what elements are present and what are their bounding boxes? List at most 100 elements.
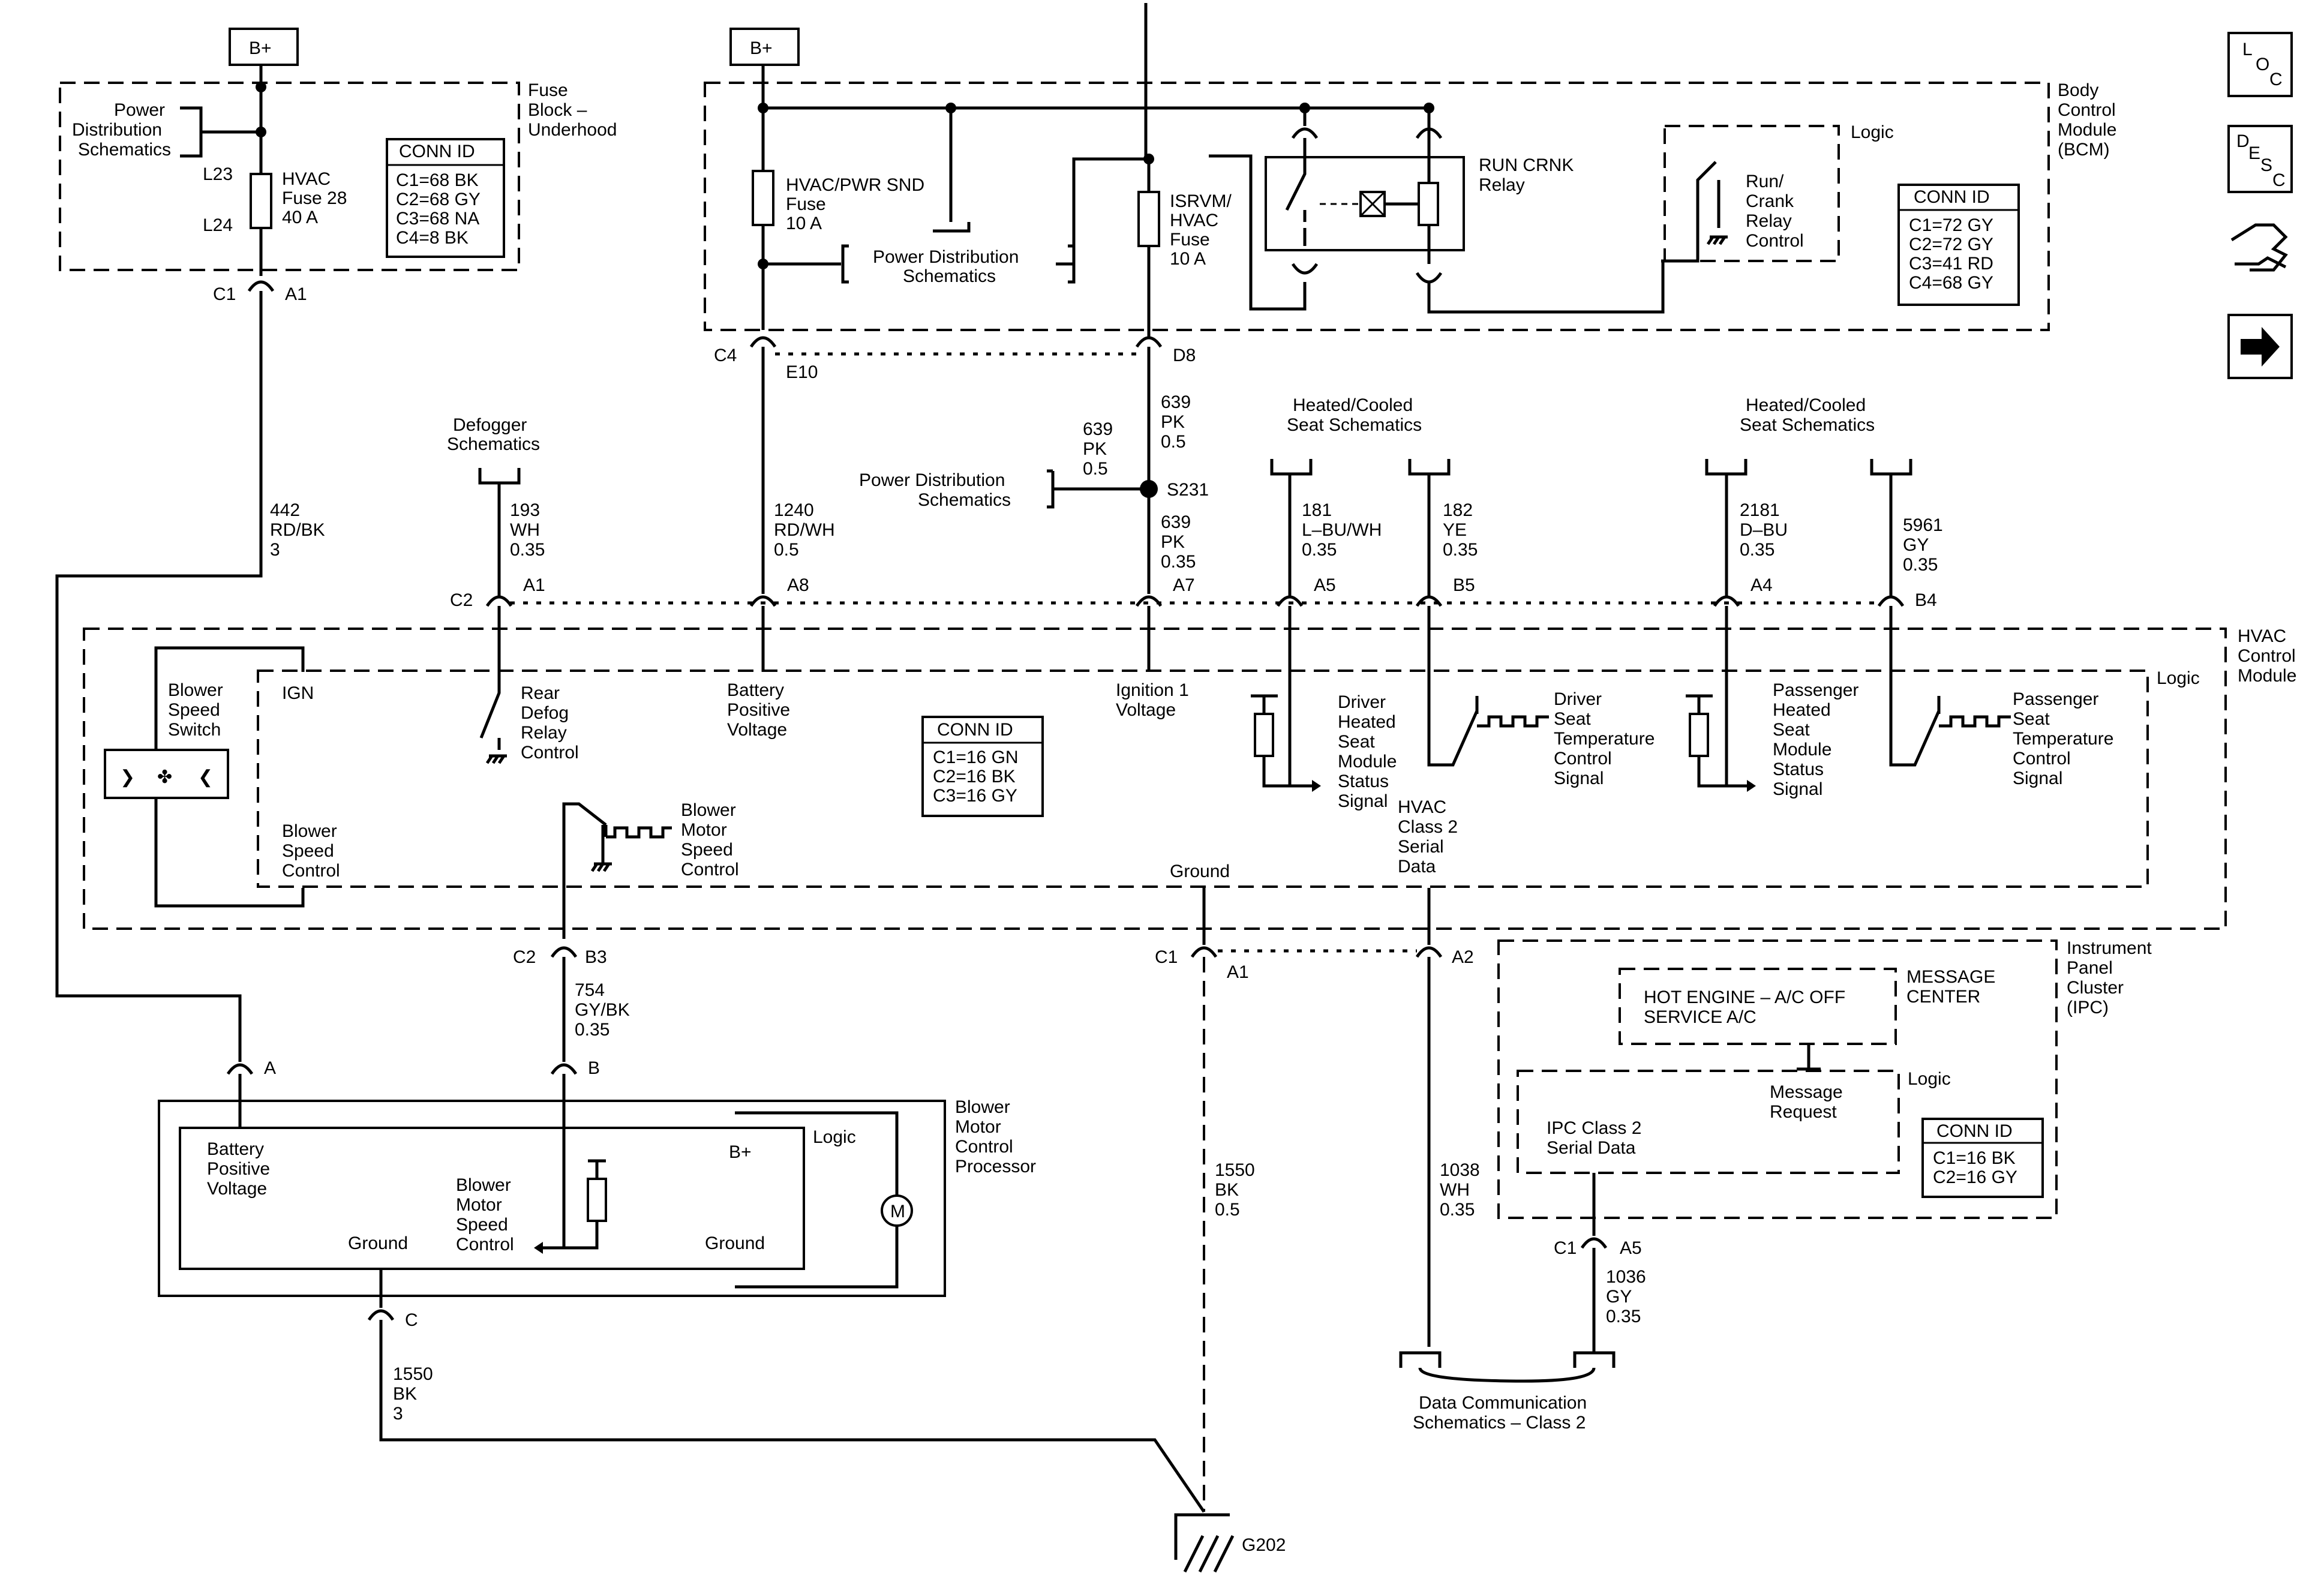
svg-text:RUN CRNK: RUN CRNK [1479, 155, 1574, 175]
svg-text:Seat: Seat [1554, 709, 1591, 729]
svg-text:Instrument: Instrument [2067, 938, 2152, 958]
svg-text:639: 639 [1161, 392, 1191, 412]
fuse-block-title: Fuse [528, 80, 568, 100]
svg-text:GY: GY [1606, 1287, 1632, 1307]
isrvm-hvac-fuse [1137, 191, 1160, 247]
svg-text:Underhood: Underhood [528, 120, 617, 140]
next-arrow-button[interactable] [2227, 314, 2293, 379]
bplus-fuse-block: B+ [229, 28, 299, 66]
svg-text:BK: BK [1215, 1180, 1239, 1200]
fan-icon: ✤ [157, 767, 172, 787]
svg-text:Request: Request [1770, 1102, 1837, 1122]
svg-text:Speed: Speed [681, 840, 733, 860]
svg-text:RD/BK: RD/BK [270, 520, 325, 540]
svg-text:IPC Class 2: IPC Class 2 [1547, 1118, 1641, 1138]
svg-text:1550: 1550 [393, 1364, 433, 1384]
svg-text:A1: A1 [523, 575, 545, 595]
svg-text:Logic: Logic [1851, 122, 1894, 142]
svg-text:B4: B4 [1915, 590, 1937, 610]
svg-text:Speed: Speed [282, 841, 334, 861]
run-crank-relay [1209, 108, 1665, 314]
svg-text:Relay: Relay [1746, 211, 1792, 231]
svg-text:C: C [405, 1310, 418, 1330]
svg-text:C1=72 GY: C1=72 GY [1909, 215, 1993, 235]
svg-text:HOT ENGINE – A/C OFF: HOT ENGINE – A/C OFF [1644, 987, 1845, 1007]
svg-text:A1: A1 [1227, 962, 1249, 982]
svg-text:1036: 1036 [1606, 1267, 1646, 1287]
svg-text:YE: YE [1443, 520, 1467, 540]
svg-text:Motor: Motor [456, 1195, 502, 1215]
svg-text:A5: A5 [1620, 1238, 1642, 1258]
svg-text:Driver: Driver [1554, 689, 1602, 709]
svg-text:Passenger: Passenger [1773, 680, 1858, 700]
svg-text:C2=68 GY: C2=68 GY [396, 190, 481, 209]
svg-text:0.35: 0.35 [1740, 540, 1774, 560]
svg-text:0.5: 0.5 [1083, 459, 1108, 479]
svg-text:HVAC: HVAC [1398, 797, 1446, 817]
svg-text:0.5: 0.5 [774, 540, 799, 560]
svg-text:Serial Data: Serial Data [1547, 1138, 1636, 1158]
svg-text:C2: C2 [513, 947, 536, 967]
ground-g202-label: G202 [1242, 1535, 1286, 1555]
svg-text:2181: 2181 [1740, 500, 1780, 520]
svg-text:B3: B3 [585, 947, 607, 967]
svg-text:10 A: 10 A [1170, 249, 1206, 269]
svg-text:193: 193 [510, 500, 540, 520]
svg-text:Control: Control [456, 1235, 514, 1254]
fuse-block-underhood [59, 82, 520, 271]
svg-text:O: O [2256, 55, 2269, 74]
svg-text:C2=72 GY: C2=72 GY [1909, 235, 1993, 254]
svg-text:C4: C4 [714, 346, 737, 365]
svg-text:Positive: Positive [207, 1159, 270, 1179]
wrench-icon[interactable] [2230, 223, 2288, 272]
svg-text:PK: PK [1161, 532, 1185, 552]
nav-loc-button[interactable]: L O C [2227, 32, 2293, 97]
hvac-fuse-28 [250, 173, 272, 229]
svg-text:0.5: 0.5 [1161, 432, 1186, 452]
svg-text:Seat Schematics: Seat Schematics [1740, 415, 1875, 435]
svg-text:181: 181 [1302, 500, 1332, 520]
svg-text:Speed: Speed [168, 700, 220, 720]
svg-text:Control: Control [955, 1137, 1013, 1157]
svg-text:Control: Control [2058, 100, 2116, 120]
svg-text:Crank: Crank [1746, 191, 1794, 211]
svg-text:1550: 1550 [1215, 1160, 1255, 1180]
svg-text:Rear: Rear [521, 683, 560, 703]
svg-text:Blower: Blower [168, 680, 223, 700]
motor-icon [881, 1194, 913, 1227]
svg-text:HVAC: HVAC [2238, 626, 2286, 646]
svg-text:Seat: Seat [2013, 709, 2050, 729]
svg-text:639: 639 [1161, 512, 1191, 532]
svg-text:Seat: Seat [1338, 732, 1375, 752]
svg-text:0.35: 0.35 [510, 540, 545, 560]
svg-text:Temperature: Temperature [2013, 729, 2113, 749]
svg-text:0.35: 0.35 [1443, 540, 1478, 560]
power-dist-ref-bcm: Power Distribution [873, 247, 1019, 267]
svg-text:10 A: 10 A [786, 214, 822, 233]
nav-desc-button[interactable]: D E S C [2227, 125, 2293, 193]
blower-speed-switch[interactable]: ❯ ✤ ❮ [104, 749, 229, 799]
svg-text:0.35: 0.35 [1302, 540, 1337, 560]
svg-text:CONN ID: CONN ID [1936, 1121, 2013, 1141]
ground-g202-icon [1174, 1513, 1235, 1573]
svg-text:L–BU/WH: L–BU/WH [1302, 520, 1382, 540]
vent-down-icon: ❯ [120, 767, 135, 788]
svg-text:Fuse 28: Fuse 28 [282, 188, 347, 208]
svg-text:IGN: IGN [282, 683, 314, 703]
svg-text:Ground: Ground [1170, 861, 1230, 881]
svg-text:Heated/Cooled: Heated/Cooled [1293, 395, 1413, 415]
svg-text:0.5: 0.5 [1215, 1200, 1240, 1220]
svg-text:Status: Status [1338, 772, 1389, 791]
svg-text:CONN ID: CONN ID [1914, 187, 1990, 207]
svg-text:D: D [2236, 131, 2250, 151]
svg-text:Schematics: Schematics [918, 490, 1011, 510]
svg-text:C3=68 NA: C3=68 NA [396, 209, 479, 229]
svg-text:C1=16 GN: C1=16 GN [933, 748, 1019, 767]
svg-text:182: 182 [1443, 500, 1473, 520]
svg-text:Defog: Defog [521, 703, 569, 723]
svg-text:Speed: Speed [456, 1215, 508, 1235]
svg-text:Ground: Ground [705, 1233, 765, 1253]
svg-text:Seat Schematics: Seat Schematics [1287, 415, 1422, 435]
svg-text:C: C [2269, 70, 2283, 89]
svg-text:Passenger: Passenger [2013, 689, 2098, 709]
